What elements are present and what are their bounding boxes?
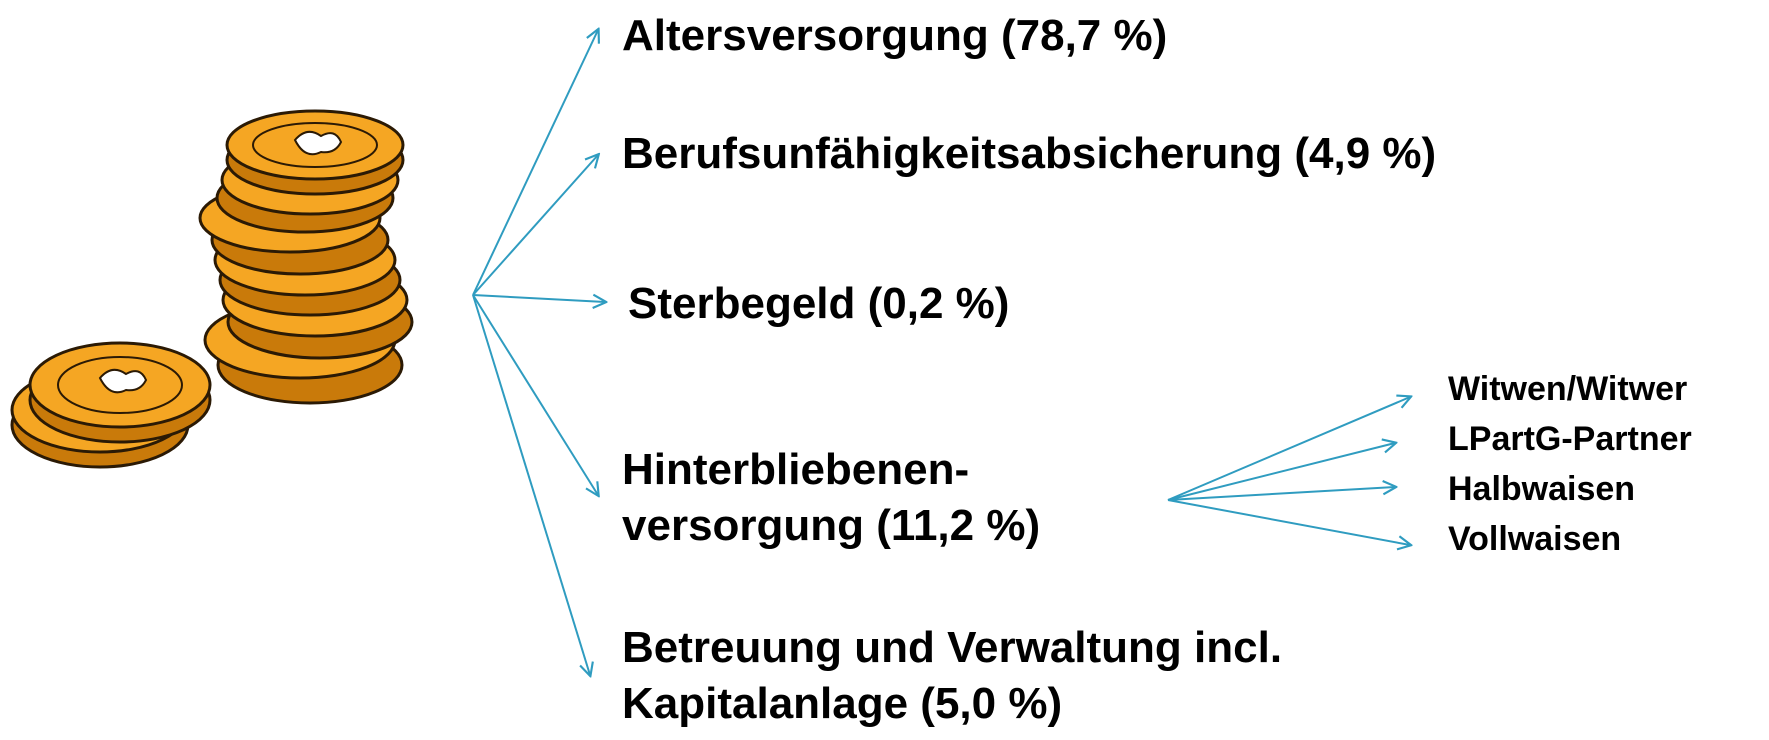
sub-branch-halbwaisen: Halbwaisen (1448, 470, 1636, 508)
branch-hinterbliebenenversorgung: Hinterbliebenen- versorgung (11,2 %) (622, 442, 1040, 554)
arrow-halbwaisen (1167, 487, 1395, 501)
branch-altersversorgung: Altersversorgung (78,7 %) (622, 8, 1167, 64)
arrow-sterbegeld (472, 295, 605, 302)
loose-coins-icon (10, 341, 212, 469)
tall-coin-stack-icon (198, 109, 414, 405)
branch-label: Hinterbliebenen- (622, 445, 970, 494)
arrow-hinterbliebenen (472, 294, 598, 495)
branch-sterbegeld: Sterbegeld (0,2 %) (628, 276, 1009, 332)
branch-label: Kapitalanlage (5,0 %) (622, 679, 1063, 728)
sub-branch-lpartg: LPartG-Partner (1448, 420, 1692, 458)
branch-berufsunfaehigkeit: Berufsunfähigkeitsabsicherung (4,9 %) (622, 126, 1436, 182)
arrow-vollwaisen (1167, 499, 1410, 545)
sub-branch-witwen: Witwen/Witwer (1448, 370, 1688, 408)
arrows-layer (472, 30, 1410, 675)
arrow-berufsunfaehigkeit (472, 155, 598, 296)
arrow-lpartg (1167, 443, 1395, 501)
branch-label: versorgung (11,2 %) (622, 501, 1041, 550)
branch-betreuung-verwaltung: Betreuung und Verwaltung incl. Kapitalan… (622, 620, 1282, 732)
arrow-witwen (1167, 397, 1410, 501)
arrow-betreuung (472, 294, 590, 675)
coin-stack-icon (10, 109, 414, 469)
sub-branch-vollwaisen: Vollwaisen (1448, 520, 1622, 558)
arrow-altersversorgung (472, 30, 598, 296)
branch-label: Betreuung und Verwaltung incl. (622, 623, 1283, 672)
branch-label: Altersversorgung (78,7 %) (622, 11, 1168, 60)
branch-label: Berufsunfähigkeitsabsicherung (4,9 %) (622, 129, 1437, 178)
branch-label: Sterbegeld (0,2 %) (628, 279, 1010, 328)
sub-branch-list: Witwen/Witwer LPartG-Partner Halbwaisen … (1448, 364, 1692, 564)
